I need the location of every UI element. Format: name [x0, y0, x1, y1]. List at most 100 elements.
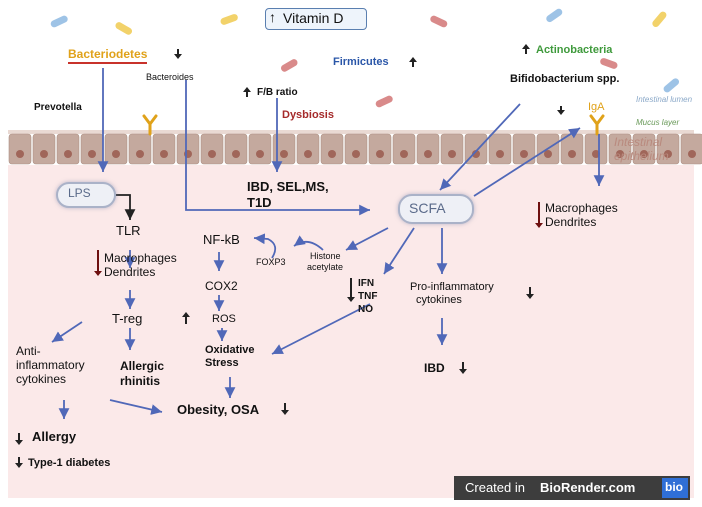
scfa-label: SCFA — [409, 200, 446, 216]
tlr-label: TLR — [116, 223, 141, 238]
actinobacteria-up-icon — [522, 44, 530, 54]
vitamin-d-label: Vitamin D — [283, 10, 344, 26]
epithelial-cell — [296, 133, 320, 165]
ibd-down-icon — [459, 362, 467, 374]
obesity-down-icon — [281, 403, 289, 415]
cell-nucleus — [688, 150, 696, 158]
bifidobacterium-down-icon — [557, 106, 565, 115]
cell-nucleus — [160, 150, 168, 158]
epithelial-cell — [440, 133, 464, 165]
dysbiosis-label: Dysbiosis — [282, 109, 334, 121]
oxidative-stress-1: Oxidative — [205, 344, 255, 356]
biorender-footer — [454, 476, 690, 500]
ifn-label: IFN — [358, 278, 375, 289]
allergy-down-icon — [15, 433, 23, 445]
cell-nucleus — [592, 150, 600, 158]
cell-nucleus — [640, 150, 648, 158]
macrophages-left-2: Dendrites — [104, 265, 156, 279]
fb-ratio-up-icon — [243, 87, 251, 97]
mucus-band — [8, 130, 694, 134]
epithelial-cell — [128, 133, 152, 165]
anti-inflammatory-2: inflammatory — [16, 358, 85, 372]
actinobacteria-label: Actinobacteria — [536, 44, 613, 56]
cell-nucleus — [136, 150, 144, 158]
firmicutes-up-icon — [409, 57, 417, 67]
footer-brand: BioRender.com — [540, 480, 636, 495]
epithelial-cell — [608, 133, 632, 165]
histone-label-1: Histone — [310, 251, 341, 261]
bacteroides-label: Bacteroides — [146, 72, 194, 82]
epithelial-cell — [632, 133, 656, 165]
histone-label-2: acetylate — [307, 262, 344, 272]
tnf-label: TNF — [358, 291, 378, 302]
epithelial-cell — [152, 133, 176, 165]
pathway-arrows — [51, 68, 605, 419]
allergic-rhinitis-2: rhinitis — [120, 374, 161, 388]
macrophages-right-down-icon — [535, 202, 543, 228]
epithelial-cell — [56, 133, 80, 165]
epithelial-cell — [392, 133, 416, 165]
intestinal-epithelium-label-1: Intestinal — [614, 135, 663, 149]
lps-node — [56, 182, 116, 208]
cell-nucleus — [352, 150, 360, 158]
cell-nucleus — [256, 150, 264, 158]
proinflammatory-down-icon — [526, 287, 534, 299]
cell-nucleus — [616, 150, 624, 158]
epithelial-cell — [416, 133, 440, 165]
bacteriodetes-label: Bacteriodetes — [68, 47, 148, 64]
cell-nucleus — [112, 150, 120, 158]
cell-nucleus — [496, 150, 504, 158]
epithelial-cell — [248, 133, 272, 165]
foxp3-label: FOXP3 — [256, 257, 286, 267]
treg-label: T-reg — [112, 311, 143, 326]
allergic-rhinitis-1: Allergic — [120, 359, 165, 373]
fb-ratio-label: F/B ratio — [257, 87, 298, 98]
biorender-logo — [662, 478, 688, 498]
intestinal-epithelium-label-2: epithelium — [614, 149, 669, 163]
ibd-label: IBD — [424, 361, 445, 375]
epithelial-cell — [584, 133, 608, 165]
epithelial-cell — [368, 133, 392, 165]
treg-up-icon — [182, 312, 190, 324]
type1-diabetes-down-icon — [15, 457, 23, 468]
ros-label: ROS — [212, 313, 236, 325]
cell-nucleus — [304, 150, 312, 158]
cell-nucleus — [400, 150, 408, 158]
iga-antibody-icon — [142, 114, 605, 136]
epithelial-cell — [488, 133, 512, 165]
epithelial-cell — [344, 133, 368, 165]
epithelial-cell — [8, 133, 32, 165]
no-label: NO — [358, 304, 373, 315]
tissue-background — [8, 165, 694, 498]
scfa-node — [398, 194, 474, 224]
cell-nucleus — [88, 150, 96, 158]
epithelial-cell — [320, 133, 344, 165]
bacteriodetes-down-icon — [174, 49, 182, 59]
iga-label: IgA — [588, 101, 605, 113]
epithelial-cell — [176, 133, 200, 165]
cell-nucleus — [232, 150, 240, 158]
ifn-tnf-no-down-icon — [347, 278, 355, 302]
epithelial-cell — [272, 133, 296, 165]
anti-inflammatory-3: cytokines — [16, 372, 67, 386]
diseases-top-line2: T1D — [247, 195, 272, 210]
bacteria-decoration — [50, 8, 680, 108]
macrophages-right-1: Macrophages — [545, 201, 618, 215]
epithelial-cell — [680, 133, 702, 165]
mucus-layer-label: Mucus layer — [636, 118, 680, 127]
cell-nucleus — [376, 150, 384, 158]
vitamin-d-box — [265, 8, 367, 30]
cell-nucleus — [568, 150, 576, 158]
cell-nucleus — [208, 150, 216, 158]
cell-nucleus — [448, 150, 456, 158]
cell-nucleus — [664, 150, 672, 158]
cox2-label: COX2 — [205, 279, 238, 293]
oxidative-stress-2: Stress — [205, 357, 239, 369]
epithelial-cell — [656, 133, 680, 165]
bifidobacterium-label: Bifidobacterium spp. — [510, 73, 620, 85]
epithelial-cell — [104, 133, 128, 165]
firmicutes-label: Firmicutes — [333, 56, 389, 68]
type1-diabetes-label: Type-1 diabetes — [28, 457, 111, 469]
